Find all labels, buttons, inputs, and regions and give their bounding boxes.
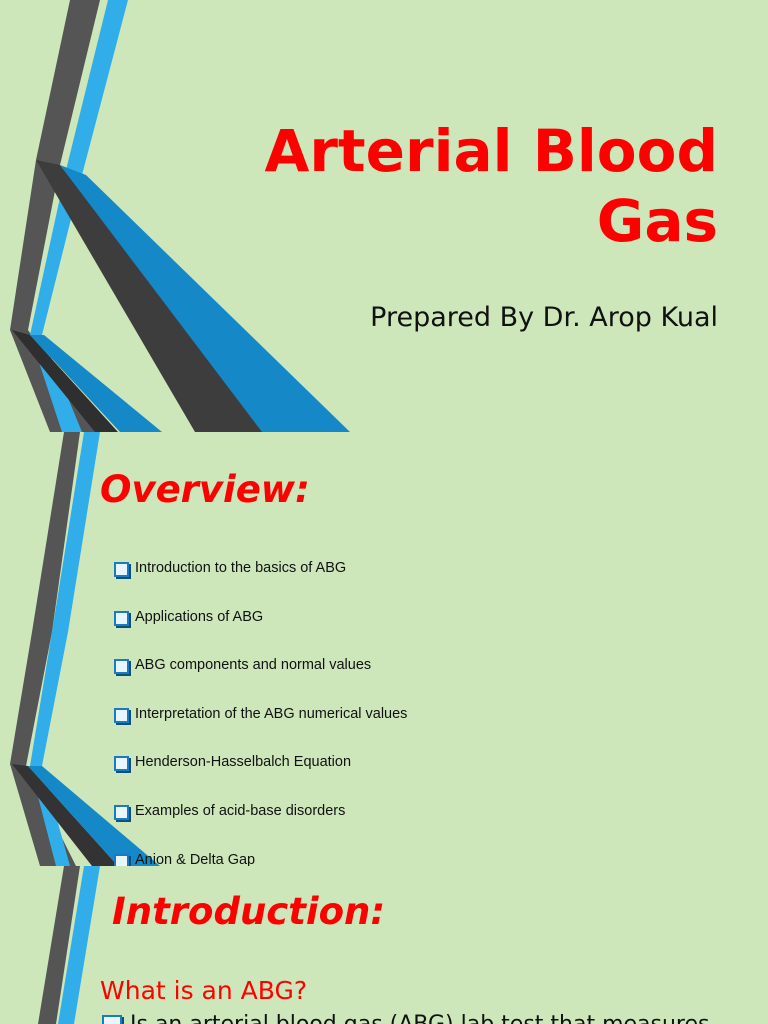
- presenter-subtitle: Prepared By Dr. Arop Kual: [370, 302, 718, 333]
- checkbox-square-icon: [114, 707, 129, 723]
- list-item-text: Introduction to the basics of ABG: [135, 560, 347, 576]
- list-item-text: Interpretation of the ABG numerical valu…: [135, 705, 408, 722]
- list-item: Henderson-Hasselbalch Equation: [114, 754, 407, 803]
- list-item-text: ABG components and normal values: [135, 657, 372, 674]
- overview-heading: Overview:: [100, 468, 310, 511]
- intro-question: What is an ABG?: [100, 976, 308, 1005]
- introduction-slide: Introduction: What is an ABG? Is an arte…: [0, 866, 768, 1024]
- checkbox-square-icon: [114, 804, 129, 820]
- checkbox-square-icon: [114, 610, 129, 626]
- list-item-text: Henderson-Hasselbalch Equation: [135, 754, 352, 771]
- list-item: Examples of acid-base disorders: [114, 803, 407, 852]
- checkbox-square-icon: [114, 853, 129, 866]
- overview-slide: Overview: Introduction to the basics of …: [0, 432, 768, 866]
- checkbox-square-icon: [114, 756, 129, 772]
- list-item-text: Examples of acid-base disorders: [135, 802, 346, 819]
- checkbox-square-icon: [114, 562, 129, 577]
- checkbox-square-icon: [102, 1015, 122, 1024]
- list-item-text: Anion & Delta Gap: [135, 851, 256, 866]
- title-line-2: Gas: [596, 187, 718, 255]
- title-line-1: Arterial Blood: [264, 117, 718, 185]
- list-item: Anion & Delta Gap: [114, 852, 407, 866]
- list-item: ABG components and normal values: [114, 657, 407, 706]
- intro-first-line: Is an arterial blood gas (ABG) lab test …: [102, 1012, 710, 1024]
- checkbox-square-icon: [114, 659, 129, 675]
- title-slide: Arterial Blood Gas Prepared By Dr. Arop …: [0, 0, 768, 432]
- decorative-stripes: [10, 0, 350, 432]
- intro-first-line-text: Is an arterial blood gas (ABG) lab test …: [130, 1012, 710, 1024]
- overview-list: Introduction to the basics of ABG Applic…: [114, 560, 407, 866]
- list-item: Interpretation of the ABG numerical valu…: [114, 706, 407, 755]
- decorative-stripes: [38, 866, 100, 1024]
- introduction-heading: Introduction:: [112, 890, 386, 933]
- decorative-stripes: [10, 432, 160, 866]
- presentation-title: Arterial Blood Gas: [158, 116, 718, 256]
- list-item: Introduction to the basics of ABG: [114, 560, 407, 609]
- list-item: Applications of ABG: [114, 609, 407, 658]
- list-item-text: Applications of ABG: [135, 608, 264, 625]
